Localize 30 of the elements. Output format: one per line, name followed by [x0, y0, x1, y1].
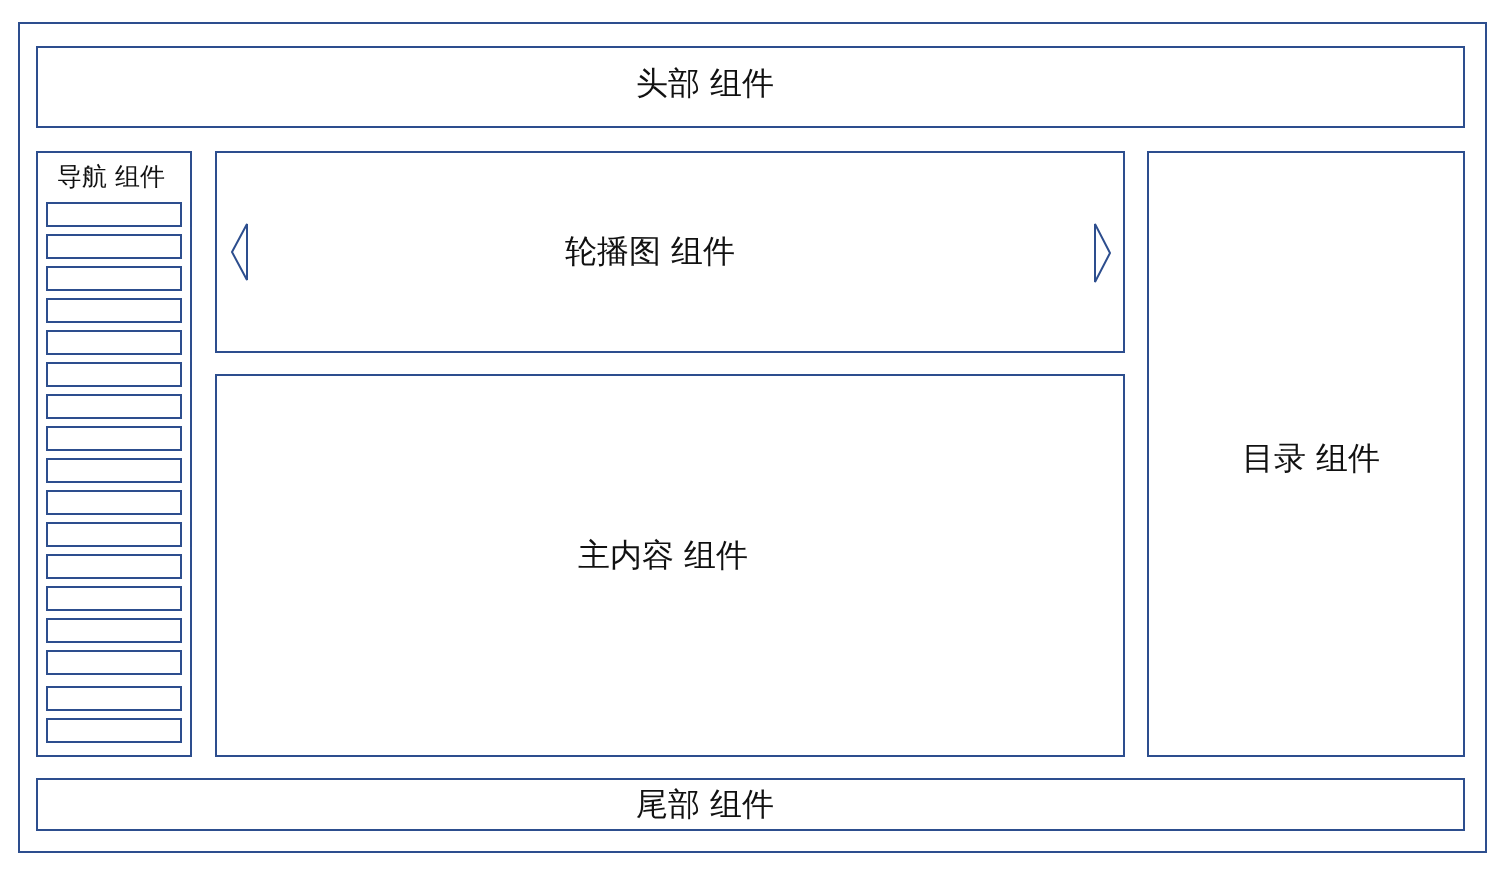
component-label: 目录 组件	[1241, 439, 1381, 477]
nav-item-box	[46, 650, 182, 675]
nav-item-box	[46, 362, 182, 387]
nav-item-box	[46, 522, 182, 547]
nav-item-box	[46, 686, 182, 711]
nav-item-box	[46, 718, 182, 743]
component-label: 主内容 组件	[577, 536, 749, 574]
component-label: 轮播图 组件	[564, 232, 736, 270]
nav-item-box	[46, 554, 182, 579]
nav-item-box	[46, 586, 182, 611]
component-label: 尾部 组件	[635, 785, 775, 823]
carousel-panel	[215, 151, 1125, 353]
header-panel	[36, 46, 1465, 128]
nav-item-box	[46, 298, 182, 323]
nav-item-box	[46, 458, 182, 483]
page-frame	[18, 22, 1487, 853]
nav-item-box	[46, 618, 182, 643]
nav-item-box	[46, 490, 182, 515]
nav-item-box	[46, 330, 182, 355]
content-panel	[215, 374, 1125, 757]
component-label: 头部 组件	[635, 64, 775, 102]
nav-item-box	[46, 266, 182, 291]
nav-item-box	[46, 202, 182, 227]
nav-item-box	[46, 234, 182, 259]
nav-item-box	[46, 426, 182, 451]
footer-panel	[36, 778, 1465, 831]
nav-item-box	[46, 394, 182, 419]
sidebar-panel	[1147, 151, 1465, 757]
component-label: 导航 组件	[57, 162, 165, 192]
nav-panel	[36, 151, 192, 757]
